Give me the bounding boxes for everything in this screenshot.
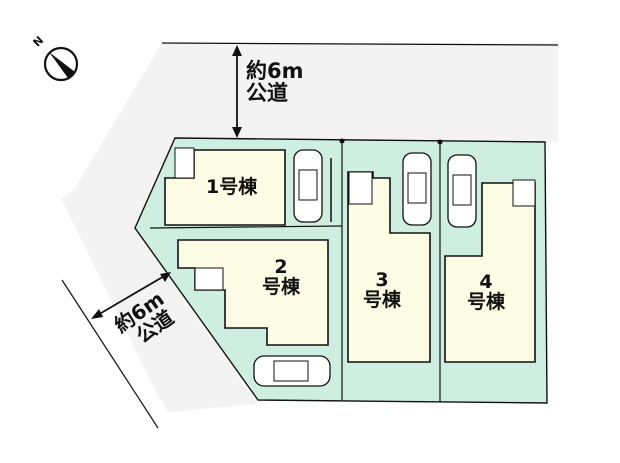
car-icon [253,355,331,387]
road-width: 約6m [246,59,304,83]
road-west [60,140,258,405]
lot-2-building [177,239,329,346]
lot-1-label: 1号棟 [206,176,258,198]
north-road-label: 約6m 公道 [246,60,304,104]
road-type: 公道 [246,81,288,106]
lot-3-building [347,171,431,363]
lot-2-label: 2 号棟 [262,256,301,298]
west-road-dimension-arrow-icon [91,272,171,319]
road-west-edge [61,279,159,429]
car-icon [447,154,477,228]
car-icon [402,152,432,226]
lot-4-label: 4 号棟 [467,271,506,313]
road-north [162,43,558,142]
north-road-dimension-arrow-icon [232,45,242,138]
lot-3-label: 3 号棟 [363,269,402,311]
north-arrow-compass-icon [43,46,79,82]
car-icon [293,149,323,223]
